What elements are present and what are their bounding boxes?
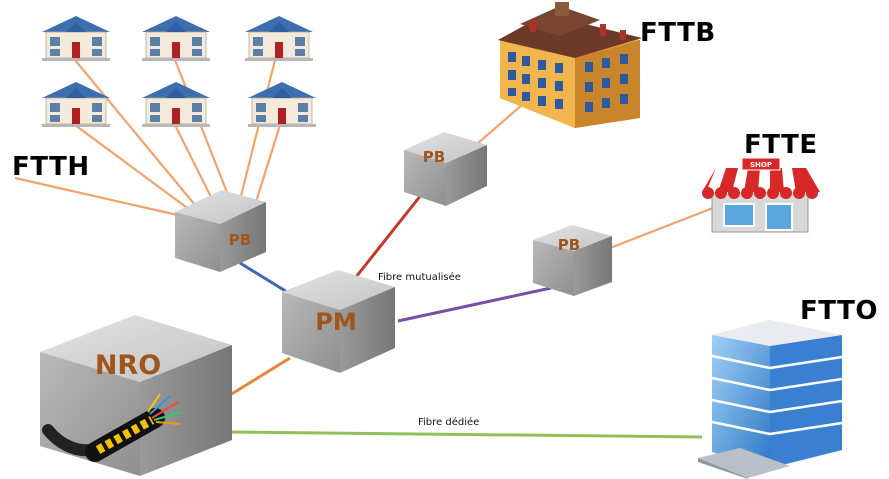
fiber-cable-icon [42, 393, 183, 462]
pb-cube-ftte [533, 225, 612, 296]
pb-label-ftte: PB [558, 236, 580, 254]
fttb-label: FTTB [640, 18, 716, 48]
link-nro-pm [229, 356, 291, 397]
link-fibre-dediee [231, 430, 703, 439]
house-links [14, 59, 282, 218]
house-icon [42, 82, 110, 127]
house-icon [142, 82, 210, 127]
link-pb-fttb [469, 97, 531, 151]
ftto-label: FTTO [800, 296, 878, 326]
pm-cube [282, 270, 395, 373]
shop-sign-text: SHOP [750, 161, 772, 169]
house-icon [42, 16, 110, 61]
fibre-dediee-label: Fibre dédiée [418, 417, 480, 428]
pb-label-houses: PB [229, 231, 251, 249]
ftte-label: FTTE [744, 130, 818, 160]
nro-label: NRO [95, 350, 161, 381]
ftth-label: FTTH [12, 152, 90, 182]
link-pm-pb-ftte [397, 286, 552, 323]
houses-group [42, 16, 316, 127]
pb-label-fttb: PB [423, 148, 445, 166]
house-icon [142, 16, 210, 61]
pb-cube-houses [175, 190, 266, 272]
apartment-building-icon [498, 2, 642, 128]
pb-cube-fttb [404, 132, 487, 206]
link-pm-pb-fttb [350, 189, 427, 283]
pm-label: PM [315, 308, 356, 336]
link-pb-ftte [604, 204, 719, 252]
office-tower-icon [698, 320, 843, 479]
house-icon [245, 16, 313, 61]
fibre-mutualisee-label: Fibre mutualisée [378, 272, 461, 283]
link-pm-pb-houses [239, 261, 293, 297]
house-icon [248, 82, 316, 127]
shop-icon: SHOP [702, 157, 820, 233]
